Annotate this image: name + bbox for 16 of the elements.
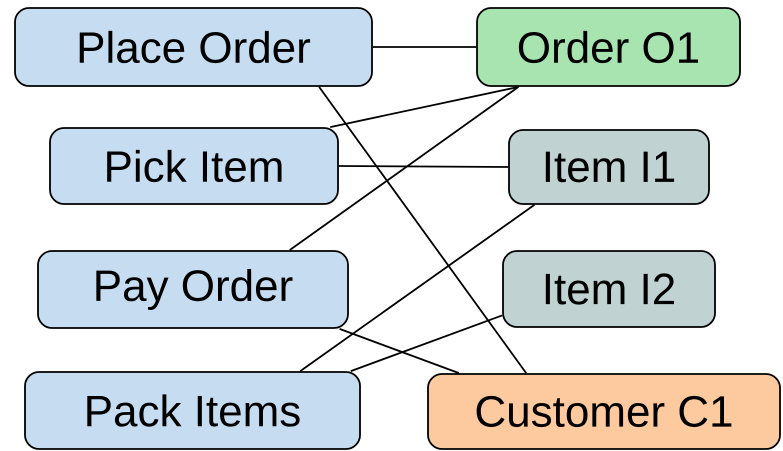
connector-line (300, 204, 535, 372)
connector-line (330, 86, 519, 128)
connector-line (339, 328, 460, 374)
process-box: Item I2 (502, 250, 716, 328)
connector-line (338, 165, 508, 168)
connector-line (289, 86, 519, 251)
connector-line (372, 46, 476, 48)
process-box: Pick Item (49, 127, 339, 205)
connector-line (350, 314, 502, 372)
process-box: Pack Items (24, 371, 361, 450)
process-box: Order O1 (476, 7, 741, 87)
process-box: Item I1 (508, 129, 710, 205)
connector-line (318, 86, 527, 374)
process-box: Place Order (14, 7, 373, 87)
process-box: Customer C1 (427, 373, 781, 450)
process-box: Pay Order (37, 250, 349, 329)
